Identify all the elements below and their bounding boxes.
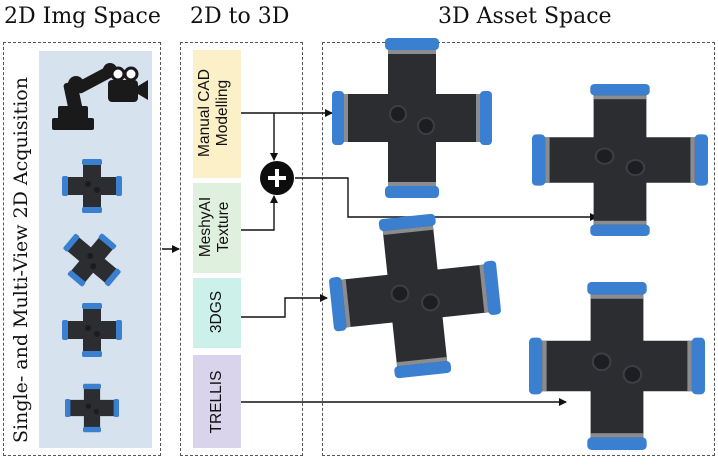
asset-cad-model: [331, 37, 493, 199]
asset-cad-textured: [530, 82, 710, 238]
method-box-trellis: TRELLIS: [193, 355, 241, 448]
method-box-meshy: MeshyAI Texture: [193, 183, 241, 273]
col-title-3d-asset-space: 3D Asset Space: [438, 4, 612, 29]
fitting-view-bottom: [65, 383, 119, 433]
asset-3dgs: [322, 206, 508, 386]
fitting-view-diagonal: [51, 220, 133, 300]
robot-arm-camera-icon: [52, 63, 148, 130]
plus-combine-icon: [260, 161, 294, 195]
asset-trellis: [527, 280, 707, 452]
panel-2d-to-3d: [180, 42, 303, 456]
fitting-view-front: [62, 159, 122, 213]
fitting-view-side: [62, 303, 122, 357]
col-title-2d-to-3d: 2D to 3D: [190, 4, 290, 29]
panel-3d-asset-space: [322, 42, 715, 456]
method-box-3dgs: 3DGS: [193, 278, 241, 348]
connectors: [241, 109, 598, 406]
col-title-img-space: 2D Img Space: [4, 4, 161, 29]
method-box-cad: Manual CAD Modelling: [193, 50, 241, 178]
